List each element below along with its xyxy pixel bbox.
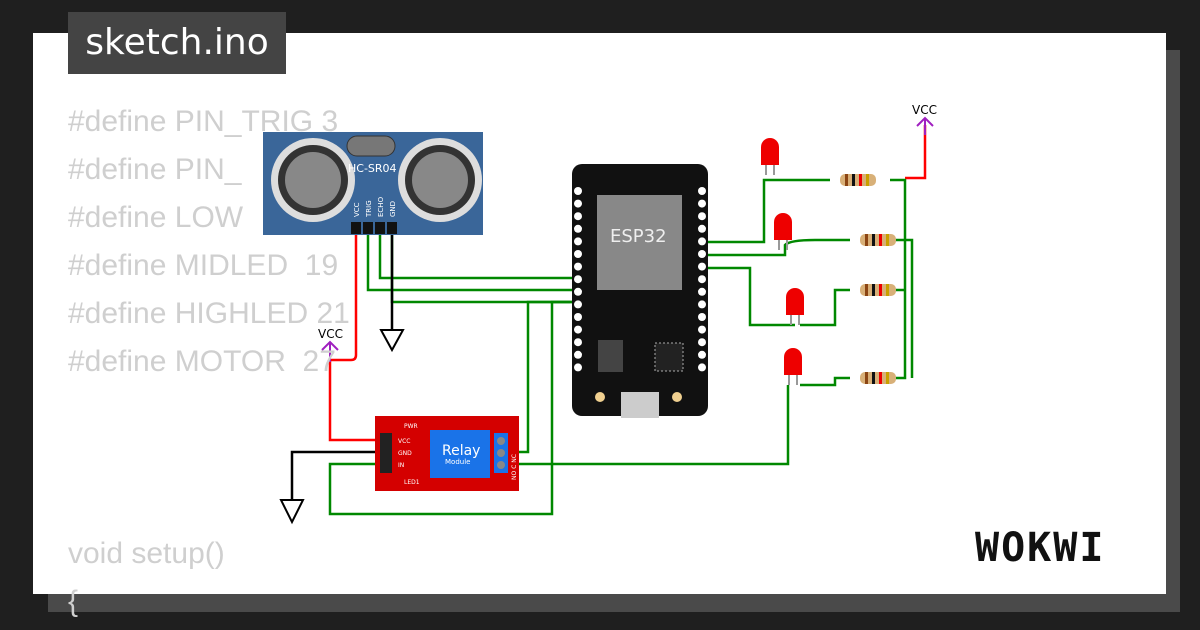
relay-label: Relay xyxy=(442,443,480,459)
header-pin[interactable] xyxy=(574,313,582,321)
pin-label: IN xyxy=(398,462,404,469)
wires xyxy=(290,125,927,516)
terminal-label: NO C NC xyxy=(511,454,518,480)
header-pin[interactable] xyxy=(698,187,706,195)
relay-sublabel: Module xyxy=(445,458,470,466)
esp32-board[interactable]: ESP32 xyxy=(572,164,708,418)
vcc-label: VCC xyxy=(318,327,343,341)
sensor-label: HC-SR04 xyxy=(348,162,397,175)
led[interactable] xyxy=(761,138,779,175)
header-pin[interactable] xyxy=(698,275,706,284)
header-pin[interactable] xyxy=(574,187,582,195)
ultrasonic-sensor[interactable]: HC-SR04 VCC TRIG ECHO GND xyxy=(263,132,483,235)
led-label: PWR xyxy=(404,423,418,430)
led-label: LED1 xyxy=(404,479,420,486)
header-pin[interactable] xyxy=(574,250,582,258)
header-pin[interactable] xyxy=(698,199,706,208)
led[interactable] xyxy=(786,288,804,325)
code-line: #define PIN_ xyxy=(68,153,242,186)
pin-label: GND xyxy=(389,201,397,217)
pin-label: VCC xyxy=(398,438,410,445)
header-pin[interactable] xyxy=(698,313,706,321)
header-pin[interactable] xyxy=(698,363,706,372)
resistor[interactable] xyxy=(860,234,896,246)
mcu-label: ESP32 xyxy=(610,226,667,247)
header-pin[interactable] xyxy=(574,325,582,334)
relay-module[interactable]: Relay Module VCC GND IN PWR LED1 NO C NC xyxy=(375,416,519,491)
header-pin[interactable] xyxy=(698,325,706,334)
header-pin[interactable] xyxy=(698,237,706,246)
pin-label: GND xyxy=(398,450,412,457)
header-pin[interactable] xyxy=(574,237,582,246)
code-line: #define HIGHLED 21 xyxy=(68,297,350,330)
header-pin[interactable] xyxy=(574,224,582,233)
code-line: { xyxy=(68,585,79,618)
vcc-arrow-icon xyxy=(321,116,934,362)
header-pin[interactable] xyxy=(698,212,706,221)
wokwi-logo: WOKWI xyxy=(975,525,1106,571)
code-line xyxy=(68,434,350,482)
header-pin[interactable] xyxy=(574,363,582,372)
header-pin[interactable] xyxy=(698,224,706,233)
header-pin[interactable] xyxy=(698,338,706,347)
header-pin[interactable] xyxy=(574,275,582,284)
led[interactable] xyxy=(784,348,802,385)
header-pin[interactable] xyxy=(574,300,582,309)
header-pin[interactable] xyxy=(698,287,706,296)
header-pin[interactable] xyxy=(698,300,706,309)
code-line xyxy=(68,482,350,530)
code-line: #define MOTOR 27 xyxy=(68,345,336,378)
header-pin[interactable] xyxy=(698,250,706,258)
pin-label: VCC xyxy=(353,202,361,217)
code-line: #define PIN_TRIG 3 xyxy=(68,105,339,138)
code-line: #define MIDLED 19 xyxy=(68,249,339,282)
header-pin[interactable] xyxy=(574,287,582,296)
header-pin[interactable] xyxy=(698,350,706,359)
code-line: #define LOW xyxy=(68,201,244,234)
resistor[interactable] xyxy=(860,284,896,296)
pin-label: ECHO xyxy=(377,196,385,217)
header-pin[interactable] xyxy=(574,199,582,208)
header-pin[interactable] xyxy=(574,262,582,271)
header-pin[interactable] xyxy=(574,350,582,359)
header-pin[interactable] xyxy=(698,262,706,271)
header-pin[interactable] xyxy=(574,212,582,221)
resistor[interactable] xyxy=(860,372,896,384)
resistor[interactable] xyxy=(840,174,876,186)
header-pin[interactable] xyxy=(574,338,582,347)
pin-label: TRIG xyxy=(365,200,373,218)
code-line: void setup() xyxy=(68,537,225,570)
vcc-label: VCC xyxy=(912,103,937,117)
code-line xyxy=(68,386,350,434)
code-editor: #define PIN_TRIG 3 #define PIN_ #define … xyxy=(68,98,350,626)
file-tab-title[interactable]: sketch.ino xyxy=(68,12,286,74)
led[interactable] xyxy=(774,213,792,250)
ground-icon xyxy=(279,329,405,525)
